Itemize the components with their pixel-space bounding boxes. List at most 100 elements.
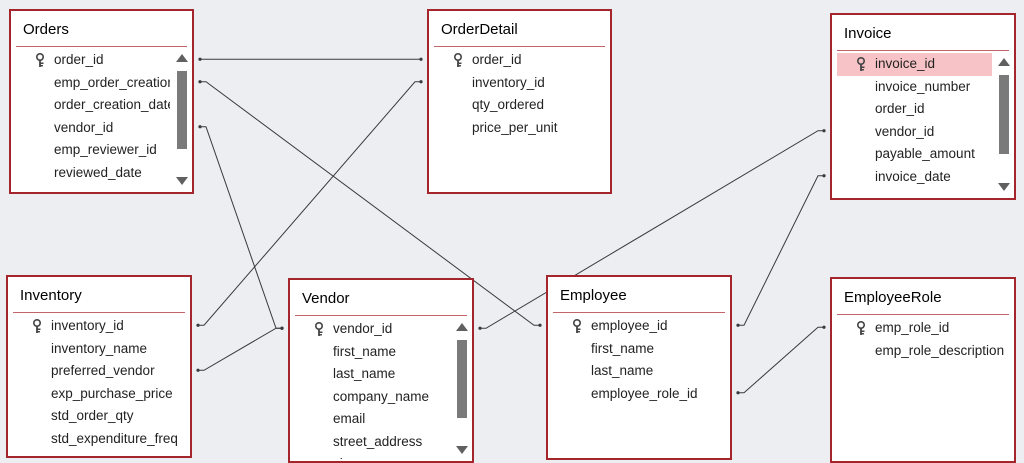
field-name: order_creation_date: [54, 97, 170, 112]
table-title[interactable]: EmployeeRole: [844, 289, 942, 306]
field-row[interactable]: first_name: [295, 341, 450, 364]
field-row[interactable]: order_id: [837, 98, 992, 121]
field-row[interactable]: std_order_qty: [13, 405, 185, 428]
field-row[interactable]: city: [295, 453, 450, 459]
field-row[interactable]: qty_ordered: [434, 94, 605, 117]
table-orderdetail[interactable]: OrderDetail order_id inventory_id qty_order…: [427, 9, 612, 194]
field-row[interactable]: inventory_id: [434, 72, 605, 95]
relationship-line[interactable]: [198, 125, 284, 330]
scroll-up-arrow-icon[interactable]: [456, 323, 468, 331]
field-name: vendor_id: [333, 321, 393, 336]
field-list[interactable]: emp_role_id emp_role_description: [837, 317, 1009, 459]
field-name: emp_role_id: [875, 320, 950, 335]
field-row[interactable]: inventory_id: [13, 315, 185, 338]
relationship-endpoint: [478, 326, 482, 330]
relationship-line[interactable]: [736, 325, 826, 395]
field-row[interactable]: inventory_name: [13, 338, 185, 361]
field-name: payable_amount: [875, 146, 975, 161]
relationship-line[interactable]: [198, 57, 423, 61]
field-row[interactable]: ...: [837, 188, 992, 196]
title-divider: [553, 312, 725, 313]
scroll-down-arrow-icon[interactable]: [456, 446, 468, 454]
table-orders[interactable]: Ordersorder_idemp_order_creation_dateord…: [9, 9, 194, 194]
table-title[interactable]: Inventory: [20, 287, 82, 304]
field-row[interactable]: invoice_id: [837, 53, 992, 76]
field-name: invoice_date: [875, 168, 951, 184]
field-row[interactable]: last_name: [553, 360, 725, 383]
relationship-endpoint: [419, 80, 423, 84]
relationship-endpoint: [196, 323, 200, 327]
relationship-endpoint: [538, 323, 542, 327]
vertical-scrollbar[interactable]: [997, 55, 1011, 194]
scroll-up-arrow-icon[interactable]: [998, 58, 1010, 66]
field-row[interactable]: order_id: [16, 49, 170, 72]
table-employeerole[interactable]: EmployeeRole emp_role_id emp_role_descript…: [830, 277, 1016, 463]
scroll-thumb[interactable]: [457, 340, 467, 419]
field-row[interactable]: emp_role_description: [837, 340, 1009, 363]
field-row[interactable]: employee_role_id: [553, 383, 725, 406]
field-row[interactable]: order_id: [434, 49, 605, 72]
field-row[interactable]: std_expenditure_freq: [13, 428, 185, 451]
table-title[interactable]: Orders: [23, 21, 69, 38]
field-row[interactable]: emp_role_id: [837, 317, 1009, 340]
scroll-thumb[interactable]: [177, 71, 187, 150]
field-row[interactable]: vendor_id: [16, 117, 170, 140]
primary-key-icon: [315, 322, 323, 336]
field-name: email: [333, 411, 366, 426]
scroll-thumb[interactable]: [999, 75, 1009, 155]
field-row[interactable]: employee_id: [553, 315, 725, 338]
table-title[interactable]: Vendor: [302, 290, 350, 307]
field-row[interactable]: email: [295, 408, 450, 431]
relationship-line[interactable]: [736, 174, 826, 327]
vertical-scrollbar[interactable]: [455, 320, 469, 457]
field-row[interactable]: price_per_unit: [434, 117, 605, 140]
field-row[interactable]: emp_reviewer_id: [16, 139, 170, 162]
field-row[interactable]: vendor_id: [837, 121, 992, 144]
field-row[interactable]: exp_purchase_price: [13, 383, 185, 406]
field-row[interactable]: company_name: [295, 386, 450, 409]
field-name: std_expenditure_freq: [51, 430, 178, 446]
table-title[interactable]: Invoice: [844, 25, 892, 42]
field-name: first_name: [333, 343, 397, 359]
field-list[interactable]: invoice_id invoice_number order_id vendor_i…: [837, 53, 992, 196]
field-row[interactable]: vendor_id: [295, 318, 450, 341]
field-row[interactable]: payable_amount: [837, 143, 992, 166]
field-name: std_order_qty: [51, 408, 134, 423]
field-name: invoice_id: [875, 56, 936, 71]
table-title[interactable]: OrderDetail: [441, 21, 518, 38]
field-row[interactable]: ...: [16, 184, 170, 190]
field-name: emp_reviewer_id: [54, 142, 157, 157]
field-row[interactable]: order_creation_date: [16, 94, 170, 117]
field-name: order_id: [875, 101, 925, 116]
field-row[interactable]: invoice_date: [837, 166, 992, 189]
field-name: emp_order_creation_date: [54, 74, 170, 90]
scroll-up-arrow-icon[interactable]: [176, 54, 188, 62]
relationship-line[interactable]: [196, 326, 284, 372]
field-row[interactable]: invoice_number: [837, 76, 992, 99]
table-title[interactable]: Employee: [560, 287, 627, 304]
field-list[interactable]: order_id emp_order_creation_date order_cre…: [16, 49, 170, 190]
field-row[interactable]: reviewed_date: [16, 162, 170, 185]
field-row[interactable]: preferred_vendor: [13, 360, 185, 383]
field-row[interactable]: street_address: [295, 431, 450, 454]
field-row[interactable]: emp_order_creation_date: [16, 72, 170, 95]
field-name: vendor_id: [875, 123, 935, 139]
relationship-endpoint: [198, 57, 202, 61]
field-name: first_name: [591, 340, 655, 356]
vertical-scrollbar[interactable]: [175, 51, 189, 188]
field-row[interactable]: first_name: [553, 338, 725, 361]
field-name: order_id: [472, 52, 522, 67]
scroll-down-arrow-icon[interactable]: [998, 183, 1010, 191]
scroll-down-arrow-icon[interactable]: [176, 177, 188, 185]
field-name: inventory_id: [472, 74, 545, 90]
field-row[interactable]: last_name: [295, 363, 450, 386]
